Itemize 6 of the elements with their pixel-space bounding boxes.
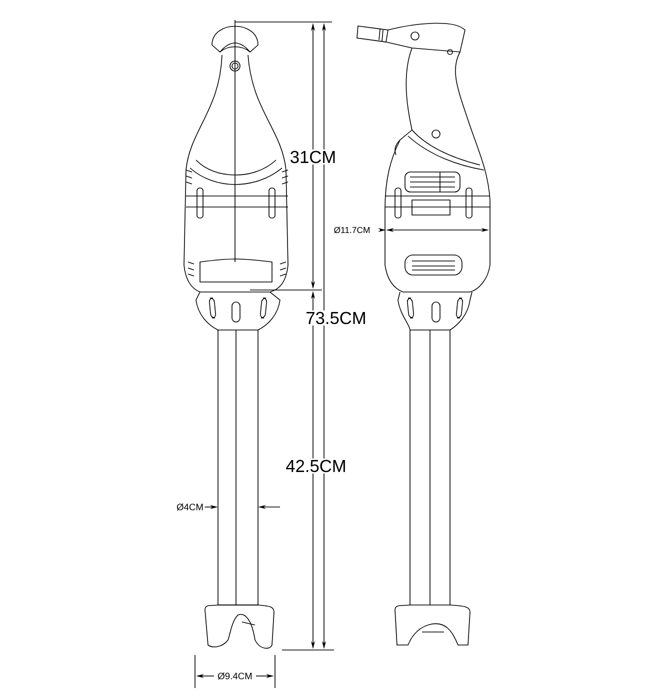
dimension-label: 31CM	[288, 150, 338, 164]
dimension-label: Ø4CM	[175, 502, 205, 512]
dimension-label: 73.5CM	[304, 310, 368, 326]
dimension-label: Ø9.4CM	[216, 671, 254, 681]
dimension-label: Ø11.7CM	[332, 225, 372, 235]
dimension-label: 42.5CM	[284, 458, 348, 474]
